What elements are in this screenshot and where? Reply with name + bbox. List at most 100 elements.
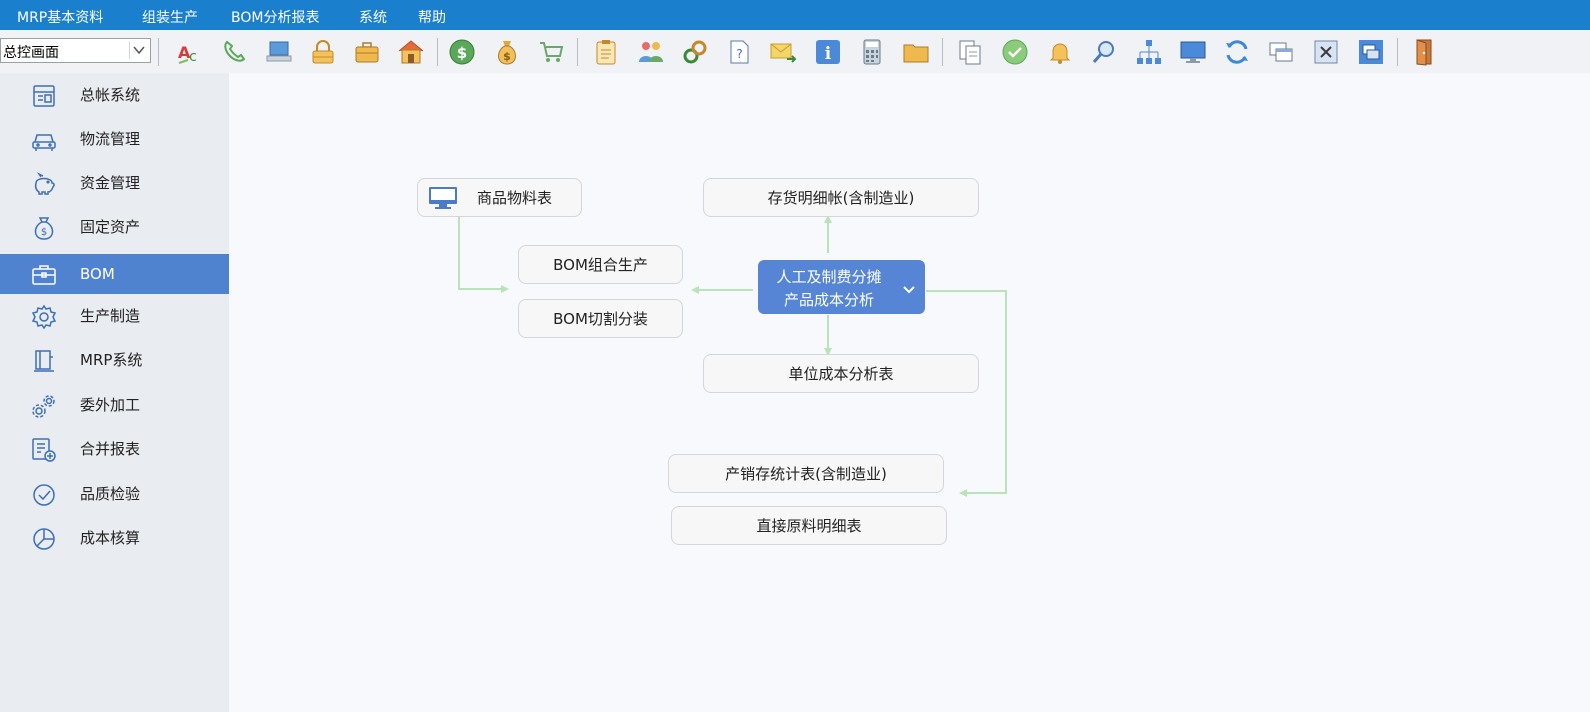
bom-assembly-label: BOM组合生产 [553,256,648,274]
menu-assembly[interactable]: 组装生产 [142,10,198,26]
sidebar: 总帐系统 物流管理 资金管理 $ 固定资产 BOM 生产制造 MRP系统 委外加… [0,73,229,712]
report-add-icon [30,436,58,464]
sidebar-item-outsourcing[interactable]: 委外加工 [0,385,229,425]
vehicle-icon [30,126,58,154]
toolbar-separator [942,38,943,66]
sidebar-item-logistics[interactable]: 物流管理 [0,119,229,159]
cost-analysis-line2: 产品成本分析 [783,291,874,309]
sidebar-item-label: 合并报表 [80,440,141,458]
sidebar-item-mrp[interactable]: MRP系统 [0,340,229,380]
folder-icon[interactable] [901,37,931,67]
sidebar-item-label: 成本核算 [80,529,141,547]
cascade-windows-icon[interactable] [1266,37,1296,67]
sidebar-item-label: 资金管理 [80,174,141,192]
cost-analysis-node[interactable]: 人工及制费分摊 产品成本分析 [758,260,925,314]
toolbar-separator [1397,38,1398,66]
sidebar-item-label: 固定资产 [80,218,141,236]
cost-analysis-line1: 人工及制费分摊 [776,268,882,286]
menu-help[interactable]: 帮助 [418,10,446,26]
sidebar-item-label: 生产制造 [80,307,141,325]
mail-forward-icon[interactable] [768,37,798,67]
sidebar-item-general-ledger[interactable]: 总帐系统 [0,75,229,115]
laptop-icon[interactable] [264,37,294,67]
svg-text:A: A [178,43,191,62]
gears-icon [30,392,58,420]
sidebar-item-cost-accounting[interactable]: 成本核算 [0,518,229,558]
sidebar-item-label: 品质检验 [80,485,141,503]
production-sales-label: 产销存统计表(含制造业) [725,465,887,483]
toolbar-separator [577,38,578,66]
search-icon[interactable] [1089,37,1119,67]
production-sales-node[interactable]: 产销存统计表(含制造业) [668,454,944,493]
toolbox-icon [30,261,58,289]
check-circle-icon [30,481,58,509]
phone-icon[interactable] [220,37,250,67]
exit-door-icon[interactable] [1410,37,1440,67]
link-icon[interactable] [680,37,710,67]
toolbar-separator [158,38,159,66]
chevron-down-icon[interactable] [129,42,148,59]
sidebar-item-label: 物流管理 [80,130,141,148]
direct-material-node[interactable]: 直接原料明细表 [671,506,947,545]
menu-system[interactable]: 系统 [359,10,387,26]
sidebar-item-fixed-assets[interactable]: $ 固定资产 [0,207,229,247]
sidebar-item-funds[interactable]: 资金管理 [0,163,229,203]
money-bag-icon: $ [30,214,58,242]
svg-text:$: $ [503,50,511,63]
help-doc-icon[interactable]: ? [724,37,754,67]
cart-icon[interactable] [537,37,567,67]
product-material-node[interactable]: 商品物料表 [417,178,582,217]
pie-chart-icon [30,525,58,553]
dollar-coin-icon[interactable]: $ [447,37,477,67]
bell-icon[interactable] [1045,37,1075,67]
toolbar-separator [437,38,438,66]
check-circle-icon[interactable] [1000,37,1030,67]
home-icon[interactable] [396,37,426,67]
product-material-label: 商品物料表 [476,189,552,207]
chevron-down-icon[interactable] [903,280,915,298]
menu-mrp-basic[interactable]: MRP基本资料 [17,10,104,26]
money-bag-icon[interactable]: $ [492,37,522,67]
unit-cost-node[interactable]: 单位成本分析表 [703,354,979,393]
refresh-icon[interactable] [1222,37,1252,67]
svg-text:c: c [189,49,197,65]
inventory-detail-label: 存货明细帐(含制造业) [767,189,915,207]
org-chart-icon[interactable] [1134,37,1164,67]
briefcase-icon[interactable] [352,37,382,67]
direct-material-label: 直接原料明细表 [756,517,862,535]
info-icon[interactable]: i [813,37,843,67]
copy-doc-icon[interactable] [955,37,985,67]
lock-icon[interactable] [308,37,338,67]
sidebar-item-consolidated-reports[interactable]: 合并报表 [0,429,229,469]
menu-bar: MRP基本资料 组装生产 BOM分析报表 系统 帮助 [0,0,1590,30]
monitor-icon[interactable] [1178,37,1208,67]
bom-cutting-node[interactable]: BOM切割分装 [518,299,683,338]
svg-text:?: ? [736,47,742,61]
gear-icon [30,303,58,331]
svg-text:$: $ [457,44,467,62]
users-icon[interactable] [636,37,666,67]
bom-cutting-label: BOM切割分装 [553,310,648,328]
svg-text:$: $ [41,227,47,238]
menu-bom-reports[interactable]: BOM分析报表 [231,10,320,26]
bom-assembly-node[interactable]: BOM组合生产 [518,245,683,284]
sidebar-item-bom[interactable]: BOM [0,254,229,294]
screen-select-value: 总控画面 [3,45,59,61]
calculator-icon[interactable] [857,37,887,67]
piggy-bank-icon [30,170,58,198]
flow-connectors [458,215,1007,497]
inventory-detail-node[interactable]: 存货明细帐(含制造业) [703,178,979,217]
flow-canvas: 商品物料表 BOM组合生产 BOM切割分装 存货明细帐(含制造业) 人工及制费分… [229,73,1590,712]
sidebar-item-production[interactable]: 生产制造 [0,296,229,336]
close-window-icon[interactable] [1311,37,1341,67]
clipboard-icon[interactable] [591,37,621,67]
ledger-icon [30,82,58,110]
sidebar-item-quality[interactable]: 品质检验 [0,474,229,514]
monitor-icon [428,186,458,214]
screen-select[interactable]: 总控画面 [0,38,151,63]
sidebar-item-label: BOM [80,265,115,283]
sidebar-item-label: 总帐系统 [80,86,141,104]
tile-windows-icon[interactable] [1356,37,1386,67]
